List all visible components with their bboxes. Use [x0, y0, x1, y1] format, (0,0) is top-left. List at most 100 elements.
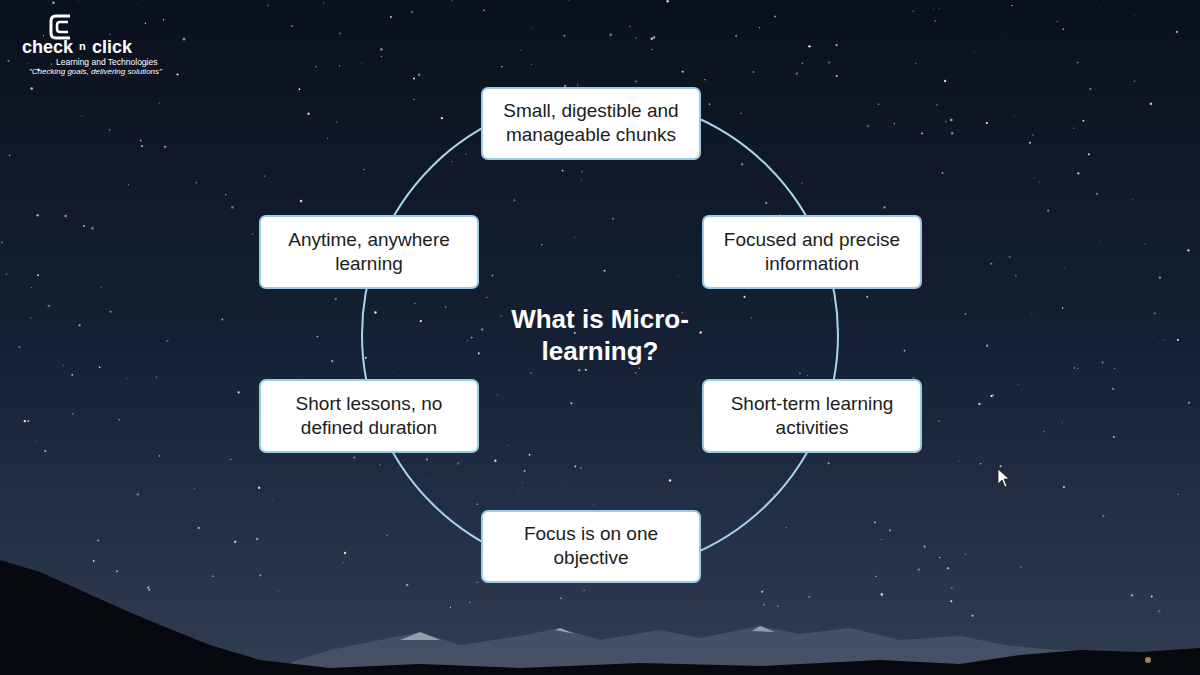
star — [336, 121, 337, 122]
star — [317, 336, 319, 338]
star — [904, 350, 906, 352]
star — [426, 458, 428, 460]
star — [339, 32, 341, 34]
star — [198, 527, 200, 529]
star — [541, 244, 543, 246]
star — [1015, 274, 1017, 276]
star — [226, 467, 228, 469]
star — [1083, 120, 1085, 122]
star — [1077, 368, 1078, 369]
star — [221, 319, 223, 321]
star — [938, 7, 940, 9]
star — [609, 33, 612, 36]
star — [1102, 362, 1104, 364]
star — [1099, 7, 1101, 9]
star — [300, 200, 303, 203]
logo-tagline: "Checking goals, delivering solutions" — [29, 68, 162, 76]
star — [223, 447, 225, 449]
star — [1029, 142, 1031, 144]
star — [91, 227, 93, 229]
star — [37, 274, 39, 276]
star — [1077, 172, 1079, 174]
star — [398, 564, 400, 566]
star — [1177, 494, 1178, 495]
star — [950, 119, 953, 122]
logo-word: click — [92, 38, 132, 56]
star — [1062, 307, 1063, 308]
star — [137, 493, 139, 495]
star — [774, 15, 776, 17]
star — [110, 311, 112, 313]
star — [561, 482, 563, 484]
star — [101, 286, 102, 287]
star — [740, 112, 742, 114]
star — [653, 36, 655, 38]
star — [1096, 193, 1098, 195]
star — [1154, 312, 1156, 314]
star — [635, 37, 636, 38]
star — [136, 3, 138, 5]
star — [78, 324, 80, 326]
star — [93, 560, 95, 562]
stars — [1, 0, 1190, 617]
star — [1145, 243, 1146, 244]
star — [1032, 135, 1033, 136]
logo-outer-c — [51, 16, 70, 38]
star — [30, 87, 33, 90]
star — [1033, 177, 1035, 179]
star — [973, 51, 975, 53]
star — [986, 122, 988, 124]
star — [63, 365, 64, 366]
star — [893, 548, 895, 550]
star — [677, 275, 679, 277]
star — [986, 344, 988, 346]
star — [828, 61, 830, 63]
star — [230, 458, 232, 460]
star — [1131, 594, 1133, 596]
star — [530, 372, 531, 373]
star — [237, 391, 239, 393]
star — [1077, 62, 1078, 63]
star — [315, 66, 317, 68]
star — [64, 215, 66, 217]
star — [651, 38, 653, 40]
star — [1177, 339, 1179, 341]
star — [529, 454, 531, 456]
star — [467, 340, 468, 341]
star — [1063, 29, 1064, 30]
star — [476, 503, 478, 505]
star — [194, 488, 196, 490]
star — [1163, 339, 1164, 340]
star — [1057, 21, 1058, 22]
star — [469, 602, 470, 603]
star — [915, 63, 916, 64]
box-text: Short-term learning activities — [716, 392, 908, 440]
star — [406, 584, 409, 587]
star — [765, 202, 767, 204]
star — [682, 71, 684, 73]
star — [325, 551, 327, 553]
star — [392, 371, 394, 373]
star — [522, 482, 523, 483]
star — [145, 274, 147, 276]
star — [450, 607, 451, 608]
center-heading: What is Micro-learning? — [475, 303, 725, 368]
star — [669, 479, 671, 481]
star — [763, 604, 765, 606]
star — [874, 522, 876, 524]
star — [1153, 336, 1155, 338]
star — [512, 202, 514, 204]
star — [251, 233, 253, 235]
star — [581, 170, 583, 172]
star — [5, 273, 7, 275]
star — [741, 163, 743, 165]
star — [411, 11, 413, 13]
star — [580, 179, 582, 181]
star — [278, 591, 280, 593]
star — [43, 35, 44, 36]
star — [413, 78, 415, 80]
star — [256, 538, 259, 541]
star — [651, 49, 652, 50]
